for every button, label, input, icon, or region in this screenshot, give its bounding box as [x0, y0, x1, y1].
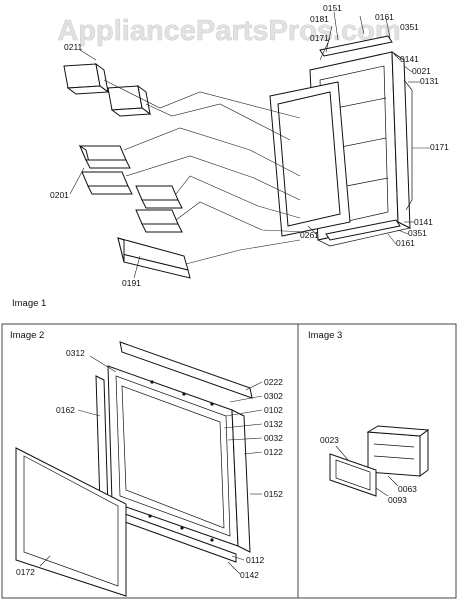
- callout-0122: 0122: [264, 447, 283, 457]
- callout-0063: 0063: [398, 484, 417, 494]
- door-bin-0201-b: [81, 171, 133, 195]
- callout-0141-bottom: 0141: [414, 217, 433, 227]
- door-bin-0211-a: [63, 62, 110, 95]
- callout-0351-bottom: 0351: [408, 228, 427, 238]
- side-strip-0152: [231, 409, 251, 553]
- door-bin-0201-d: [135, 209, 183, 233]
- watermark-text: AppliancePartsPros.com: [57, 15, 400, 47]
- callout-0171-side: 0171: [430, 142, 449, 152]
- callout-0141-top: 0141: [400, 54, 419, 64]
- callout-0191: 0191: [122, 278, 141, 288]
- callout-0171-top: 0171: [310, 33, 329, 43]
- image1-title: Image 1: [12, 298, 46, 309]
- door-bin-0201-c: [135, 185, 183, 209]
- callout-0302: 0302: [264, 391, 283, 401]
- callout-0093: 0093: [388, 495, 407, 505]
- callout-0112: 0112: [246, 555, 265, 565]
- callout-0142: 0142: [240, 570, 259, 580]
- bottom-strip: [325, 219, 401, 241]
- callout-0032: 0032: [264, 433, 283, 443]
- image1-drawing: [63, 11, 430, 279]
- callout-0181: 0181: [310, 14, 329, 24]
- callout-0161-top: 0161: [375, 12, 394, 22]
- callout-0132: 0132: [264, 419, 283, 429]
- callout-0351-top: 0351: [400, 22, 419, 32]
- callout-0201: 0201: [50, 190, 69, 200]
- door-bin-0191: [117, 237, 191, 279]
- callout-0151: 0151: [323, 3, 342, 13]
- callout-0021: 0021: [412, 66, 431, 76]
- image3-title: Image 3: [308, 330, 342, 341]
- callout-0162: 0162: [56, 405, 75, 415]
- drawer-box: [367, 431, 421, 477]
- door-bin-0201-a: [78, 144, 131, 169]
- callout-0222: 0222: [264, 377, 283, 387]
- callout-0102: 0102: [264, 405, 283, 415]
- callout-0023: 0023: [320, 435, 339, 445]
- drawer-front: [329, 453, 377, 497]
- callout-0152: 0152: [264, 489, 283, 499]
- image2-drawing: [15, 341, 263, 597]
- callout-0161-bottom: 0161: [396, 238, 415, 248]
- side-strip-0162: [95, 375, 109, 509]
- callout-0131: 0131: [420, 76, 439, 86]
- image2-title: Image 2: [10, 330, 44, 341]
- door-bin-0211-b: [107, 84, 152, 117]
- callout-0312: 0312: [66, 348, 85, 358]
- image3-drawing: [329, 425, 430, 497]
- door-gasket: [269, 81, 351, 237]
- callout-0261: 0261: [300, 230, 319, 240]
- callout-0172: 0172: [16, 567, 35, 577]
- image3-frame: [297, 323, 457, 599]
- callout-0211: 0211: [64, 42, 83, 52]
